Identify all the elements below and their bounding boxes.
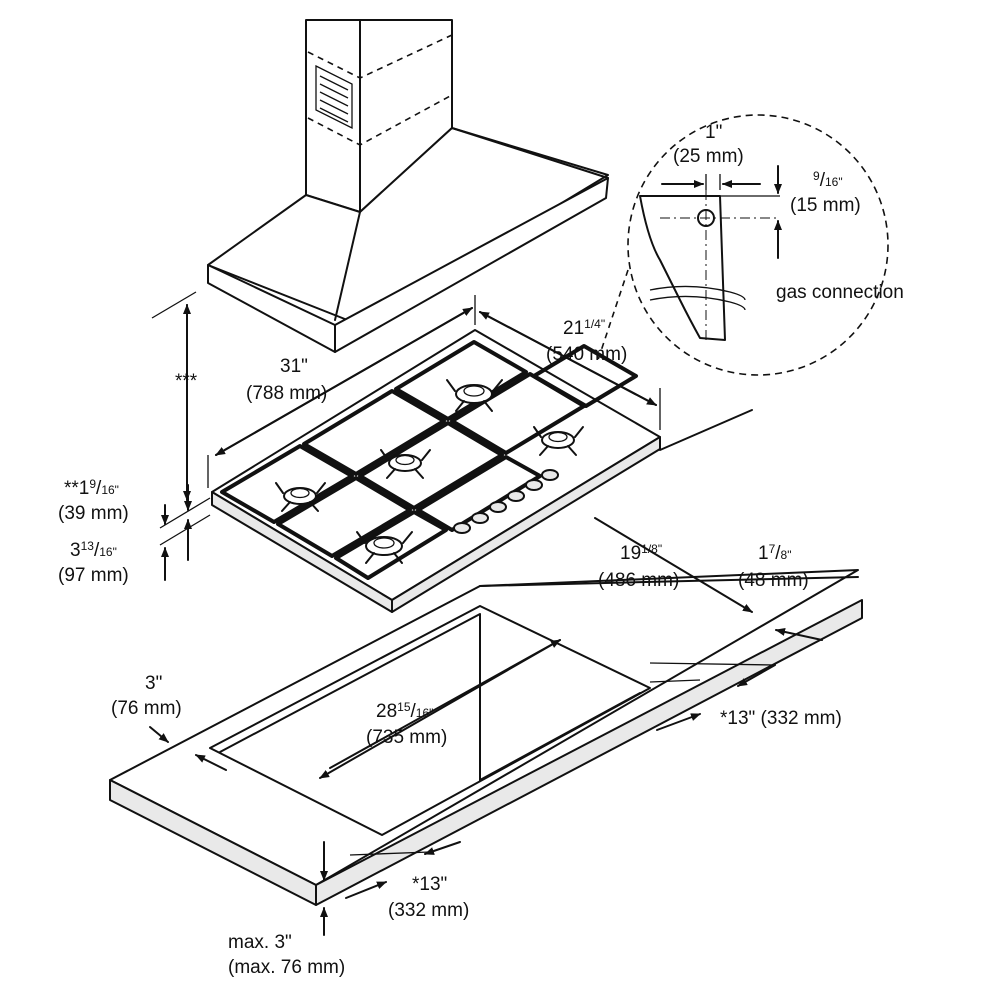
control-knobs: [453, 469, 559, 534]
burner-front-left-icon: [275, 482, 326, 512]
knob-icon: [453, 522, 471, 534]
burner-center-icon: [380, 449, 431, 479]
knob-icon: [525, 479, 543, 491]
grate-height-mm-label: (39 mm): [58, 503, 129, 524]
front-clearance-label: *13": [412, 874, 447, 895]
cutout-depth-mm-label: (486 mm): [598, 570, 679, 591]
hole-offset-mm-label: (15 mm): [790, 195, 861, 216]
knob-icon: [507, 490, 525, 502]
max-thickness-mm-label: (max. 76 mm): [228, 957, 345, 978]
cooktop-height-label: 313/16": [70, 539, 117, 561]
dimension-labels: gas connection *** 1" (25 mm) 9/16" (15 …: [58, 122, 904, 978]
range-hood: [207, 19, 609, 353]
cooktop-depth-mm-label: (540 mm): [546, 344, 627, 365]
knob-icon: [541, 469, 559, 481]
gas-connection-detail: [597, 114, 889, 376]
rear-edge-label: 17/8": [758, 542, 791, 564]
gas-connection-label: gas connection: [776, 282, 904, 303]
dimension-lines: [149, 291, 823, 936]
knob-icon: [489, 501, 507, 513]
burner-right-icon: [533, 426, 584, 456]
burner-rear-icon: [446, 379, 503, 412]
side-clearance-label: *13" (332 mm): [720, 708, 842, 729]
cooktop-grates: [220, 340, 638, 580]
cooktop-width-mm-label: (788 mm): [246, 383, 327, 404]
hole-width-label: 1": [705, 122, 722, 143]
front-edge-mm-label: (76 mm): [111, 698, 182, 719]
hole-offset-label: 9/16": [813, 169, 843, 191]
rear-edge-mm-label: (48 mm): [738, 570, 809, 591]
hood-height-label: ***: [175, 371, 198, 392]
cutout-depth-label: 191/8": [620, 542, 662, 564]
cooktop-section: [639, 195, 726, 341]
front-edge-label: 3": [145, 673, 162, 694]
cooktop-height-mm-label: (97 mm): [58, 565, 129, 586]
knob-icon: [471, 512, 489, 524]
cooktop-depth-label: 211/4": [563, 317, 605, 339]
burner-icons: [275, 379, 584, 564]
cooktop-width-label: 31": [280, 356, 308, 377]
cutout-width-label: 2815/16": [376, 700, 433, 722]
hole-width-mm-label: (25 mm): [673, 146, 744, 167]
burner-front-center-icon: [356, 531, 413, 564]
vent-grille-icon: [315, 64, 353, 130]
cutout-width-mm-label: (735 mm): [366, 727, 447, 748]
grate-height-label: **19/16": [64, 477, 119, 499]
gas-cooktop: [211, 329, 661, 613]
countertop: [109, 569, 863, 906]
max-thickness-label: max. 3": [228, 932, 292, 953]
front-clearance-mm-label: (332 mm): [388, 900, 469, 921]
